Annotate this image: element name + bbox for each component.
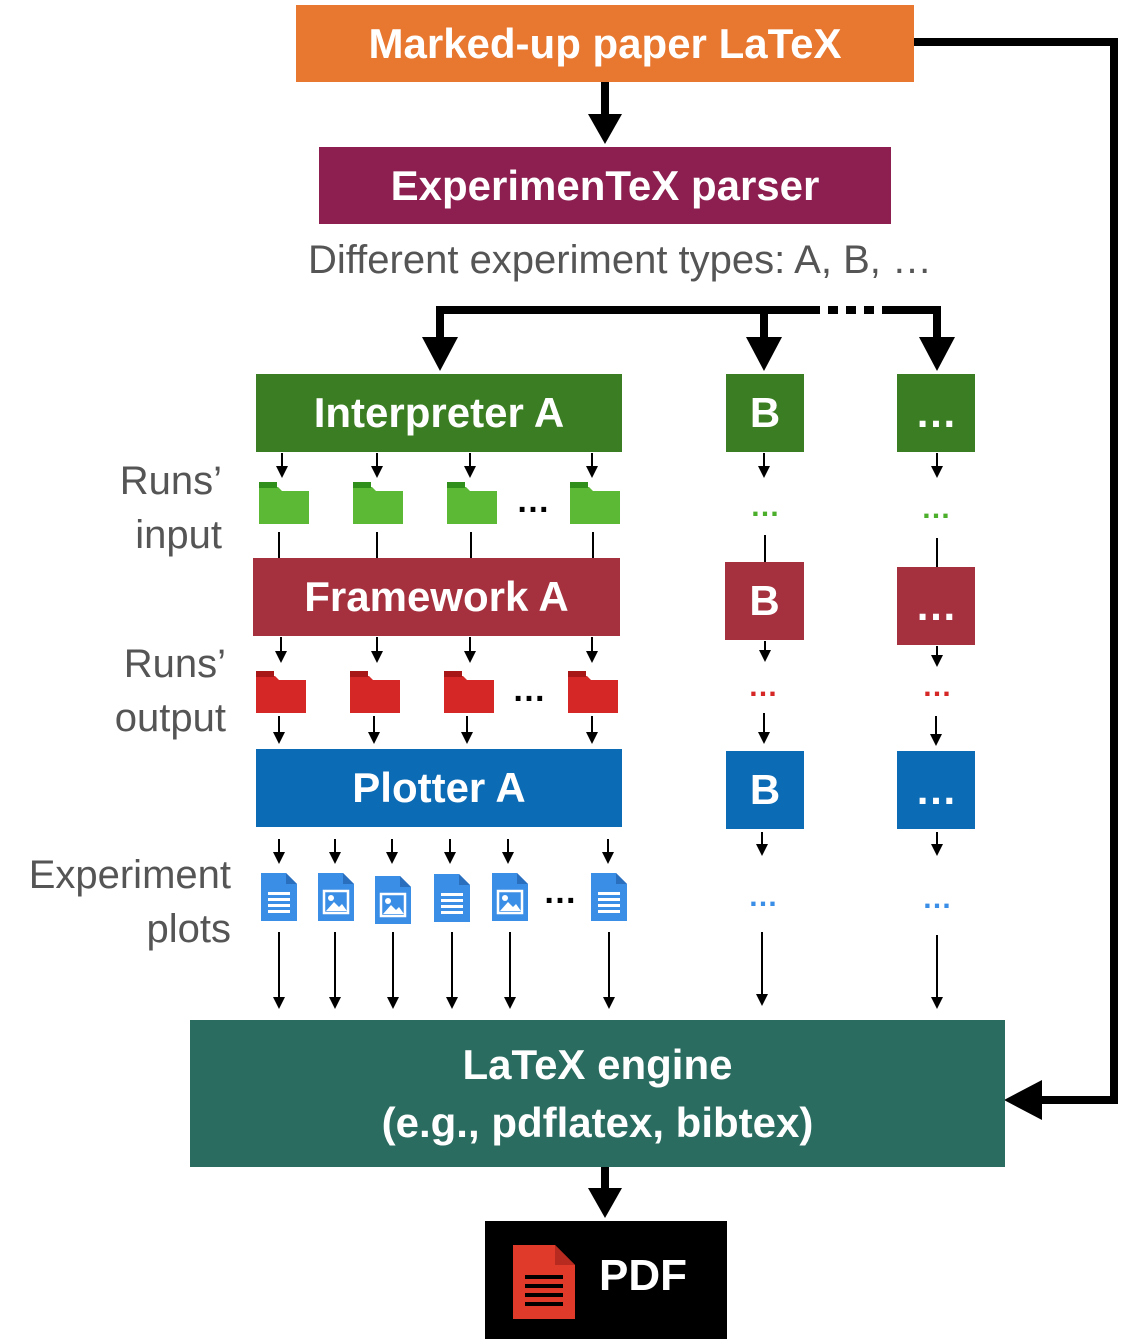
- folder-icon: [447, 482, 497, 524]
- to-interpreter-a-arrow-head: [422, 337, 458, 371]
- plot-arrow-head: [602, 852, 614, 864]
- run-output-arrow-head: [586, 651, 598, 663]
- framework-a-box: Framework A: [253, 558, 620, 636]
- framework-a-label: Framework A: [304, 573, 569, 620]
- to-interpreter-more-arrow-head: [919, 337, 955, 371]
- output-to-plotter-arrow-head: [273, 732, 285, 744]
- output-to-plotter-arrow-head: [368, 732, 380, 744]
- plot-arrow-head: [931, 844, 943, 856]
- plot-arrow-head: [273, 852, 285, 864]
- run-output-arrow-head: [464, 651, 476, 663]
- framework-b-label: B: [749, 577, 780, 624]
- interpreter-a-label: Interpreter A: [313, 389, 565, 436]
- plots-ellipsis: …: [543, 873, 578, 911]
- run-input-arrow-head: [276, 466, 288, 478]
- run-input-arrow-head: [586, 466, 598, 478]
- plots-more-ellipsis: …: [922, 882, 953, 915]
- folder-icon: [259, 482, 309, 524]
- plot-to-engine-arrow-head: [387, 997, 399, 1009]
- input-more-ellipsis: …: [921, 492, 952, 525]
- experimentex-parser-box: ExperimenTeX parser: [319, 147, 891, 224]
- output-b-ellipsis: …: [748, 670, 779, 703]
- plotter-b-label: B: [749, 766, 781, 813]
- plot-to-engine-arrow-head: [931, 997, 943, 1009]
- experimentex-parser-label: ExperimenTeX parser: [390, 161, 820, 209]
- source-to-engine-line: [914, 38, 1118, 1104]
- source-to-engine-head: [1004, 1080, 1042, 1120]
- experiment-types-caption: Different experiment types: A, B, …: [308, 238, 932, 282]
- plotter-a-label: Plotter A: [352, 764, 526, 811]
- experiment-plots-label: Experiment plots: [28, 853, 231, 951]
- document-icon: [434, 874, 470, 922]
- output-to-plotter-arrow-head: [461, 732, 473, 744]
- image-icon: [318, 873, 354, 921]
- marked-up-paper-label: Marked-up paper LaTeX: [368, 19, 842, 67]
- run-input-arrow-head: [758, 466, 770, 478]
- plot-to-engine-arrow-head: [756, 994, 768, 1006]
- folder-icon: [444, 671, 494, 713]
- document-icon: [591, 873, 627, 921]
- plot-arrow-head: [444, 852, 456, 864]
- plots-b-ellipsis: …: [748, 880, 779, 913]
- run-output-arrow-head: [931, 655, 943, 667]
- output-more-ellipsis: …: [922, 670, 953, 703]
- plot-to-engine-arrow-head: [329, 997, 341, 1009]
- marked-up-paper-box: Marked-up paper LaTeX: [296, 5, 914, 82]
- image-icon: [492, 873, 528, 921]
- plot-to-engine-arrow-head: [504, 997, 516, 1009]
- plot-arrow-head: [329, 852, 341, 864]
- image-icon: [375, 876, 411, 924]
- run-output-arrow-head: [371, 651, 383, 663]
- engine-to-pdf-arrow-head: [588, 1188, 622, 1218]
- input-folders-ellipsis: …: [516, 482, 551, 520]
- run-output-arrow-head: [275, 651, 287, 663]
- folder-icon: [570, 482, 620, 524]
- interpreter-b-label: B: [749, 389, 781, 436]
- plotter-more-box: …: [897, 751, 975, 829]
- plot-to-engine-arrow-head: [446, 997, 458, 1009]
- to-interpreter-b-arrow-head: [746, 337, 782, 371]
- folder-icon: [568, 671, 618, 713]
- interpreter-more-label: …: [915, 389, 957, 436]
- folder-icon: [256, 671, 306, 713]
- framework-b-box: B: [725, 562, 804, 640]
- output-to-plotter-arrow-head: [758, 732, 770, 744]
- plot-to-engine-arrow-head: [603, 997, 615, 1009]
- folder-icon: [350, 671, 400, 713]
- plot-arrow-head: [756, 844, 768, 856]
- output-folders-ellipsis: …: [512, 671, 547, 709]
- latex-engine-label: LaTeX engine: [462, 1040, 733, 1088]
- plotter-more-label: …: [915, 766, 957, 813]
- run-input-arrow-head: [931, 466, 943, 478]
- run-input-arrow-head: [371, 466, 383, 478]
- interpreter-more-box: …: [897, 374, 975, 452]
- plotter-a-box: Plotter A: [256, 749, 622, 827]
- framework-more-box: …: [897, 567, 975, 645]
- plotter-b-box: B: [726, 751, 804, 829]
- runs-output-label: Runs’ output: [114, 642, 226, 740]
- output-to-plotter-arrow-head: [586, 732, 598, 744]
- latex-engine-box: LaTeX engine (e.g., pdflatex, bibtex): [190, 1020, 1005, 1167]
- pdf-icon: [513, 1245, 575, 1319]
- latex-engine-examples: (e.g., pdflatex, bibtex): [381, 1098, 814, 1146]
- framework-more-label: …: [915, 582, 957, 629]
- plot-arrow-head: [386, 852, 398, 864]
- interpreter-b-box: B: [726, 374, 804, 452]
- interpreter-a-box: Interpreter A: [256, 374, 622, 452]
- document-icon: [261, 873, 297, 921]
- run-input-arrow-head: [464, 466, 476, 478]
- runs-input-label: Runs’ input: [119, 459, 222, 557]
- folder-icon: [353, 482, 403, 524]
- source-to-parser-arrow-head: [588, 114, 622, 144]
- pdf-output-label: PDF: [599, 1251, 687, 1300]
- output-to-plotter-arrow-head: [930, 734, 942, 746]
- run-output-arrow-head: [759, 650, 771, 662]
- plot-arrow-head: [502, 852, 514, 864]
- input-b-ellipsis: …: [750, 490, 781, 523]
- plot-to-engine-arrow-head: [273, 997, 285, 1009]
- pdf-output-box: PDF: [485, 1221, 727, 1339]
